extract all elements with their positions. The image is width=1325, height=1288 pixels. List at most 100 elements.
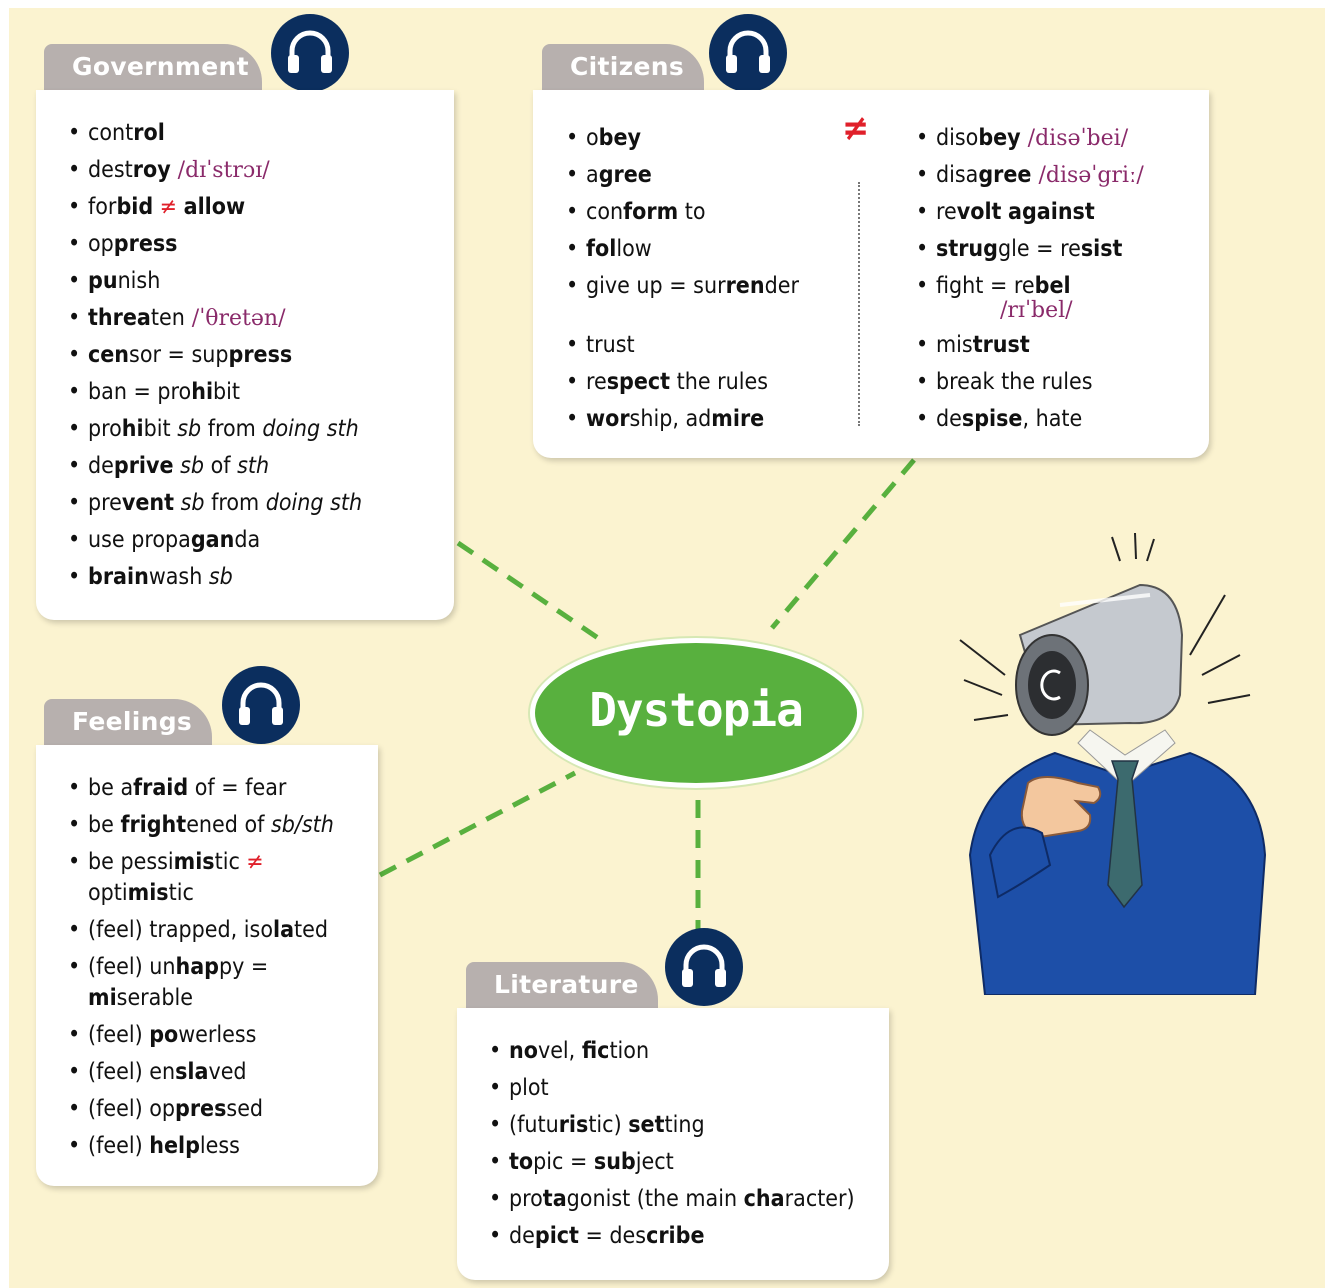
word-part: bel xyxy=(1034,273,1071,299)
word-part: sth xyxy=(237,453,270,479)
necktie xyxy=(1107,760,1143,909)
list-item: prohibit sb from doing sth xyxy=(68,414,359,444)
word-part: mis xyxy=(127,880,169,906)
word-part: to xyxy=(678,199,706,225)
word-part: sub xyxy=(593,1149,636,1175)
word-part: ren xyxy=(725,273,765,299)
word-part: spise xyxy=(961,406,1023,432)
word-part: ta xyxy=(542,1186,567,1212)
word-part: serable xyxy=(116,985,193,1011)
word-part: sb xyxy=(208,564,233,590)
word-part: bit xyxy=(143,416,178,442)
word-part: ting xyxy=(664,1112,705,1138)
word-part: vel, xyxy=(537,1038,582,1064)
word-part: break the rules xyxy=(936,369,1093,395)
government-tab: Government xyxy=(44,44,262,90)
word-part: fic xyxy=(581,1038,610,1064)
government-audio-button[interactable] xyxy=(271,14,349,92)
headphones-icon xyxy=(239,682,283,725)
pronunciation: /ˈθretən/ xyxy=(184,306,286,331)
list-item-continuation: miserable xyxy=(68,983,193,1013)
word-part: pre xyxy=(88,490,122,516)
word-part: against xyxy=(1008,199,1095,225)
list-item: (feel) powerless xyxy=(68,1020,256,1050)
word-part: trust xyxy=(972,332,1030,358)
list-item: give up = surrender xyxy=(566,271,799,301)
not-equal-sign: ≠ xyxy=(842,108,870,149)
word-part: py = xyxy=(218,954,269,980)
connector-government xyxy=(456,540,600,641)
word-part: hi xyxy=(121,416,144,442)
sleeve xyxy=(988,826,1052,899)
word-part: wor xyxy=(586,406,630,432)
word-part: po xyxy=(149,1022,179,1048)
word-part: tic xyxy=(168,880,194,906)
list-item: despise, hate xyxy=(916,404,1082,434)
list-item: threaten /ˈθretən/ xyxy=(68,303,286,334)
list-item: conform to xyxy=(566,197,705,227)
word-part: from xyxy=(201,416,263,442)
word-part: pro xyxy=(509,1186,543,1212)
word-part: sb xyxy=(177,416,202,442)
citizens-audio-button[interactable] xyxy=(709,14,787,92)
word-part: pu xyxy=(88,268,118,294)
word-part: roy xyxy=(132,157,171,183)
word-part: racter) xyxy=(784,1186,855,1212)
word-part: sb/sth xyxy=(271,812,334,838)
word-part: fight = re xyxy=(936,273,1035,299)
word-part: sor = sup xyxy=(129,342,229,368)
camera-head-businessman-illustration xyxy=(959,532,1267,995)
list-item: (feel) trapped, isolated xyxy=(68,915,328,945)
list-item: depict = describe xyxy=(489,1221,705,1251)
word-part: plot xyxy=(509,1075,549,1101)
word-part: nish xyxy=(117,268,161,294)
hub-label: Dystopia xyxy=(589,683,804,737)
word-part: bey xyxy=(598,125,642,151)
literature-tab: Literature xyxy=(466,962,658,1008)
word-part: ban = pro xyxy=(88,379,192,405)
word-part: doing sth xyxy=(265,490,363,516)
list-item: disobey /disəˈbei/ xyxy=(916,123,1128,154)
word-part: use propa xyxy=(88,527,191,553)
list-item: censor = suppress xyxy=(68,340,292,370)
word-part: cen xyxy=(88,342,130,368)
list-item: plot xyxy=(489,1073,549,1103)
list-item: destroy /dɪˈstrɔɪ/ xyxy=(68,155,270,186)
dystopia-hub: Dystopia xyxy=(530,638,862,788)
list-item: revolt against xyxy=(916,197,1095,227)
word-part: rol xyxy=(133,120,165,146)
word-part: la xyxy=(273,917,295,943)
literature-card: novel, fictionplot(futuristic) settingto… xyxy=(457,1008,889,1280)
word-part: tic) xyxy=(588,1112,629,1138)
list-item: be frightened of sb/sth xyxy=(68,810,334,840)
column-divider xyxy=(858,182,860,426)
word-part: give up = sur xyxy=(586,273,726,299)
list-item-continuation: optimistic xyxy=(68,878,194,908)
word-part: ved xyxy=(208,1059,247,1085)
word-part: hap xyxy=(175,954,219,980)
list-item: topic = subject xyxy=(489,1147,674,1177)
word-part: prive xyxy=(113,453,174,479)
feelings-audio-button[interactable] xyxy=(222,666,300,744)
word-part: pict xyxy=(534,1223,579,1249)
pronunciation: /disəˈgriː/ xyxy=(1031,163,1144,188)
word-part: vent xyxy=(121,490,175,516)
word-part: sb xyxy=(180,490,205,516)
word-part: de xyxy=(936,406,962,432)
list-item: disagree /disəˈgriː/ xyxy=(916,160,1144,191)
word-part: no xyxy=(509,1038,538,1064)
list-item: protagonist (the main character) xyxy=(489,1184,855,1214)
word-part: bid xyxy=(116,194,154,220)
rebel-pronunciation: /rɪˈbel/ xyxy=(1000,298,1073,323)
word-part: gan xyxy=(190,527,235,553)
word-part: fright xyxy=(120,812,187,838)
word-part: mi xyxy=(88,985,117,1011)
word-part: for xyxy=(88,194,117,220)
list-item: (feel) unhappy = xyxy=(68,952,268,982)
literature-audio-button[interactable] xyxy=(665,928,743,1006)
word-part: gree xyxy=(598,162,652,188)
list-item: brainwash sb xyxy=(68,562,233,592)
word-part: mis xyxy=(173,849,215,875)
pronunciation: /disəˈbei/ xyxy=(1020,126,1129,151)
word-part: be pessi xyxy=(88,849,174,875)
